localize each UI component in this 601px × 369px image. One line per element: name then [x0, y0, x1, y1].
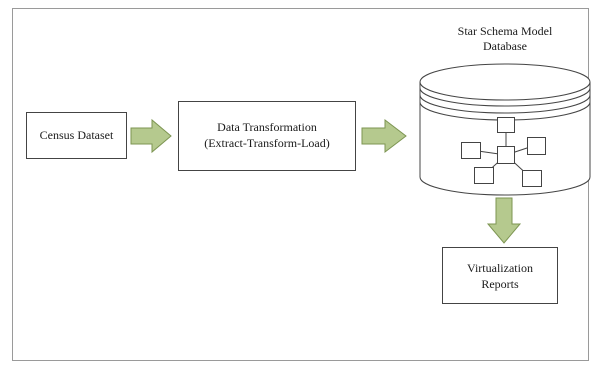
data-transformation-box	[178, 101, 356, 171]
data-transformation-label: Data Transformation	[217, 120, 317, 134]
census-dataset-box	[26, 112, 127, 159]
star-schema-icon	[461, 117, 546, 187]
database-title-line2: Database	[483, 39, 527, 53]
database-title-line1: Star Schema Model	[457, 24, 553, 38]
census-dataset-label: Census Dataset	[39, 128, 114, 142]
etl-label: (Extract-Transform-Load)	[204, 136, 330, 150]
arrow-database-to-reports	[486, 197, 522, 244]
virtualization-label: Virtualization	[467, 261, 533, 275]
virtualization-reports-box	[442, 247, 558, 304]
arrow-census-to-transform	[130, 118, 172, 154]
database-cylinder-icon	[419, 63, 591, 196]
reports-label: Reports	[481, 277, 519, 291]
arrow-transform-to-database	[361, 118, 407, 154]
